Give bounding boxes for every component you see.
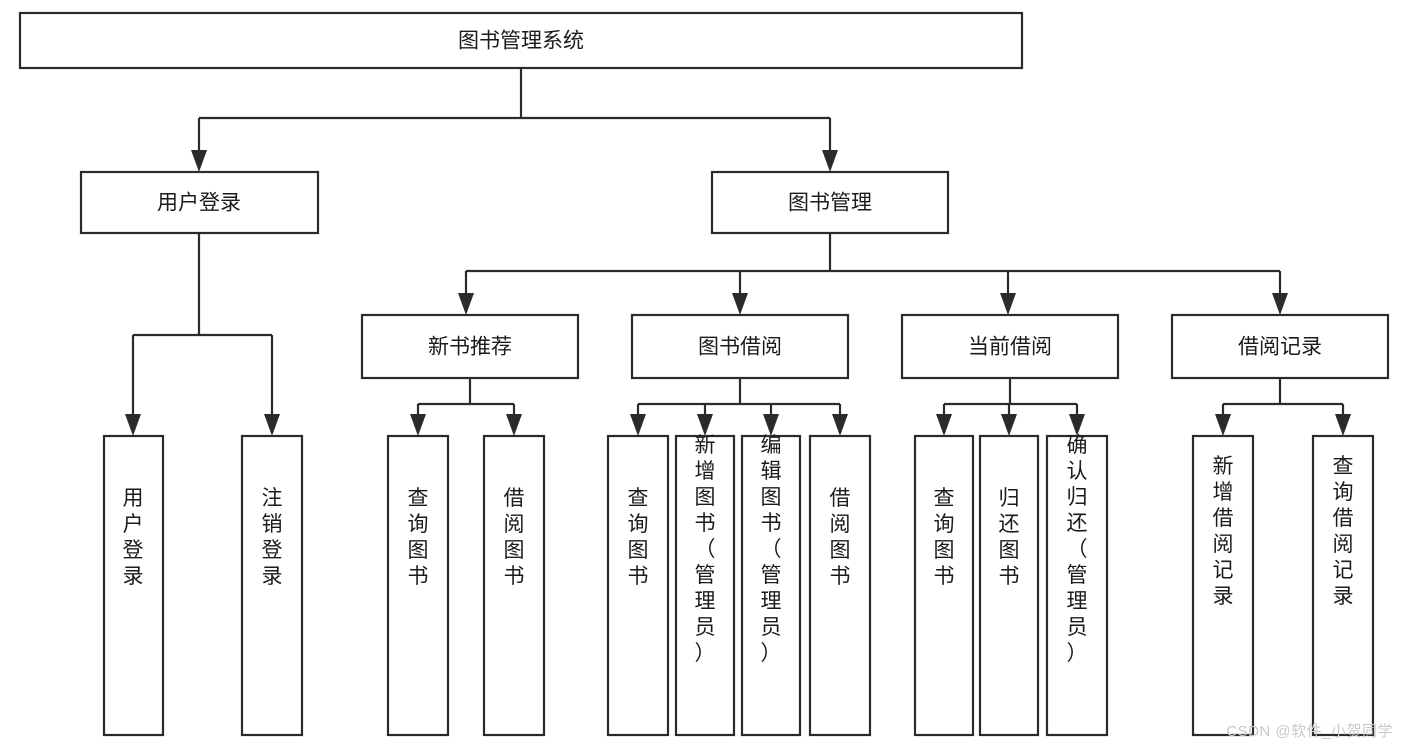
arrowhead-leaf-borrow-book-1 [506,414,522,436]
node-borrow-record-box[interactable] [1170,313,1390,380]
node-leaf-add-record[interactable]: 新增借阅记录 [1191,434,1255,737]
node-book-manage-label: 图书管理 [788,192,872,215]
node-leaf-user-logout-label: 注销登录 [262,487,283,588]
node-leaf-return-book-box[interactable] [978,434,1040,737]
arrowhead-leaf-edit-book [763,414,779,436]
arrowhead-leaf-query-book-1 [410,414,426,436]
node-leaf-borrow-book-1[interactable]: 借阅图书 [482,434,546,737]
node-new-book-recommend-label: 新书推荐 [428,336,512,359]
node-leaf-borrow-book-1-box[interactable] [482,434,546,737]
node-leaf-confirm-return-box[interactable] [1045,434,1109,737]
node-leaf-edit-book-label: 编辑图书（管理员） [761,434,782,665]
arrowhead-leaf-return-book [1001,414,1017,436]
arrowhead-leaf-borrow-book-2 [832,414,848,436]
arrowhead-leaf-confirm-return [1069,414,1085,436]
node-leaf-user-login[interactable]: 用户登录 [102,434,165,737]
node-leaf-borrow-book-2[interactable]: 借阅图书 [808,434,872,737]
node-user-login[interactable]: 用户登录 [79,170,320,235]
node-leaf-borrow-book-2-box[interactable] [808,434,872,737]
arrowhead-leaf-user-login [125,414,141,436]
node-leaf-edit-book-box[interactable] [740,434,802,737]
node-current-borrow-label: 当前借阅 [968,336,1052,359]
node-borrow-record-label: 借阅记录 [1238,336,1322,359]
node-leaf-user-login-box[interactable] [102,434,165,737]
node-leaf-query-book-1-label: 查询图书 [408,487,429,588]
node-leaf-query-book-3-label: 查询图书 [934,487,955,588]
arrowhead-book-manage [822,150,838,172]
arrowhead-leaf-add-record [1215,414,1231,436]
node-leaf-query-book-3-box[interactable] [913,434,975,737]
node-user-login-label: 用户登录 [157,192,241,215]
node-leaf-return-book-label: 归还图书 [999,487,1020,588]
node-leaf-add-book-label: 新增图书（管理员） [695,434,716,665]
node-new-book-recommend[interactable]: 新书推荐 [360,313,580,380]
node-book-borrow-box[interactable] [630,313,850,380]
arrowhead-new-book-recommend [458,293,474,315]
arrowhead-current-borrow [1000,293,1016,315]
node-user-login-box[interactable] [79,170,320,235]
node-leaf-query-book-2-label: 查询图书 [628,487,649,588]
arrowhead-book-borrow [732,293,748,315]
node-leaf-query-book-3[interactable]: 查询图书 [913,434,975,737]
node-leaf-user-logout[interactable]: 注销登录 [240,434,304,737]
node-leaf-return-book[interactable]: 归还图书 [978,434,1040,737]
arrowhead-leaf-query-record [1335,414,1351,436]
connector-layer [125,68,1351,436]
node-book-borrow-label: 图书借阅 [698,336,782,359]
node-leaf-confirm-return-label: 确认归还（管理员） [1067,434,1088,665]
node-root-label: 图书管理系统 [458,30,584,53]
node-leaf-query-book-2-box[interactable] [606,434,670,737]
node-leaf-add-record-box[interactable] [1191,434,1255,737]
node-leaf-query-book-1[interactable]: 查询图书 [386,434,450,737]
node-leaf-user-login-label: 用户登录 [123,487,144,588]
node-book-borrow[interactable]: 图书借阅 [630,313,850,380]
node-current-borrow-box[interactable] [900,313,1120,380]
node-leaf-user-logout-box[interactable] [240,434,304,737]
arrowhead-user-login [191,150,207,172]
node-root-box[interactable] [18,11,1024,70]
node-leaf-borrow-book-1-label: 借阅图书 [504,487,525,588]
node-leaf-borrow-book-2-label: 借阅图书 [830,487,851,588]
arrowhead-borrow-record [1272,293,1288,315]
node-leaf-query-record-box[interactable] [1311,434,1375,737]
arrowhead-leaf-query-book-3 [936,414,952,436]
node-leaf-edit-book[interactable]: 编辑图书（管理员） [740,434,802,737]
node-leaf-add-book-box[interactable] [674,434,736,737]
node-borrow-record[interactable]: 借阅记录 [1170,313,1390,380]
node-book-manage-box[interactable] [710,170,950,235]
node-leaf-confirm-return[interactable]: 确认归还（管理员） [1045,434,1109,737]
arrowhead-leaf-query-book-2 [630,414,646,436]
arrowhead-leaf-add-book [697,414,713,436]
node-root[interactable]: 图书管理系统 [18,11,1024,70]
node-leaf-query-book-2[interactable]: 查询图书 [606,434,670,737]
node-leaf-add-book[interactable]: 新增图书（管理员） [674,434,736,737]
node-new-book-recommend-box[interactable] [360,313,580,380]
node-current-borrow[interactable]: 当前借阅 [900,313,1120,380]
node-leaf-query-record-label: 查询借阅记录 [1333,455,1354,608]
node-leaf-query-record[interactable]: 查询借阅记录 [1311,434,1375,737]
node-leaf-add-record-label: 新增借阅记录 [1213,455,1234,608]
node-leaf-query-book-1-box[interactable] [386,434,450,737]
arrowhead-leaf-user-logout [264,414,280,436]
node-book-manage[interactable]: 图书管理 [710,170,950,235]
